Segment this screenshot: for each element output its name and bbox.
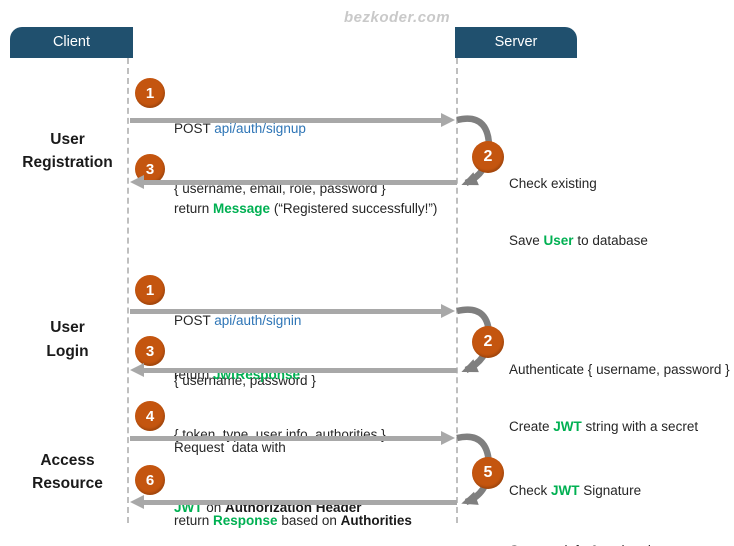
text-segment: Check existing [509, 176, 597, 191]
message-line: { username, email, role, password } [174, 179, 386, 199]
message-line: { username, password } [174, 371, 316, 391]
step-number: 3 [145, 160, 155, 178]
step-number: 6 [145, 471, 155, 489]
response-arrow-resource [130, 495, 457, 509]
text-segment: Save [509, 233, 544, 248]
text-segment: Authenticate { username, password } [509, 362, 730, 377]
message-signup-request: POST api/auth/signup { username, email, … [174, 79, 386, 239]
text-segment: Request data with [174, 440, 286, 455]
arrow-shaft [143, 179, 457, 185]
section-label-line: User [50, 319, 85, 336]
server-lifeline [456, 58, 458, 523]
text-segment: User [543, 233, 574, 248]
client-lifeline [127, 58, 129, 523]
section-label-access-resource: Access Resource [5, 449, 130, 495]
section-label-line: Access [40, 452, 95, 469]
arrow-head-left-icon [130, 363, 144, 377]
message-line: Request data with [174, 438, 362, 458]
message-line: Check existing [509, 174, 648, 193]
message-resource-response: return Response based on Authorities [174, 471, 412, 546]
step-circle-2: 2 [472, 326, 504, 358]
server-header-label: Server [494, 34, 538, 50]
arrow-head-right-icon [441, 113, 455, 127]
text-segment: return [174, 513, 214, 528]
text-segment: JWT [551, 483, 580, 498]
message-line: Save User to database [509, 231, 648, 250]
arrow-shaft [130, 117, 442, 123]
arrow-shaft [143, 499, 457, 505]
text-segment: POST [174, 121, 215, 136]
server-header-box: Server [455, 27, 577, 58]
arrow-head-left-icon [130, 175, 144, 189]
section-label-line: Resource [32, 475, 103, 492]
text-segment: Check [509, 483, 552, 498]
message-line: Create JWT string with a secret [509, 417, 730, 436]
request-arrow-resource [130, 431, 455, 445]
step-circle-1: 1 [135, 78, 165, 108]
section-label-user-login: User Login [5, 316, 130, 364]
text-segment: Signature [579, 483, 642, 498]
text-segment: Get user info & authenticate [509, 543, 676, 546]
arrow-shaft [130, 308, 442, 314]
response-arrow-signin [130, 363, 457, 377]
step-circle-4: 4 [135, 401, 165, 431]
step-circle-6: 6 [135, 465, 165, 495]
server-process-registration: Check existing Save User to database [509, 136, 648, 288]
message-line: return Response based on Authorities [174, 511, 412, 531]
message-line: Get user info & authenticate [509, 541, 709, 546]
section-label-user-registration: User Registration [5, 128, 130, 174]
arrow-shaft [143, 367, 457, 373]
section-label-line: Registration [22, 154, 113, 171]
text-segment: to database [573, 233, 648, 248]
arrow-head-right-icon [441, 304, 455, 318]
step-number: 2 [483, 148, 493, 165]
request-arrow-signup [130, 113, 455, 127]
server-process-resource: Check JWT Signature Get user info & auth… [509, 441, 709, 546]
step-number: 4 [145, 407, 155, 425]
response-arrow-signup [130, 175, 457, 189]
text-segment: Message [213, 201, 271, 216]
text-segment: based on [277, 513, 341, 528]
client-header-box: Client [10, 27, 133, 58]
text-segment: (“Registered successfully!”) [270, 201, 438, 216]
arrow-head-right-icon [441, 431, 455, 445]
text-segment: Authorities [340, 513, 412, 528]
step-circle-1: 1 [135, 275, 165, 305]
text-segment: api/auth/signup [214, 121, 306, 136]
text-segment: JWT [553, 419, 582, 434]
message-signin-request: POST api/auth/signin { username, passwor… [174, 271, 316, 431]
step-circle-5: 5 [472, 457, 504, 489]
server-process-login: Authenticate { username, password } Crea… [509, 322, 730, 474]
step-number: 1 [145, 84, 155, 102]
arrow-shaft [130, 435, 442, 441]
text-segment: Create [509, 419, 554, 434]
section-label-line: Login [46, 343, 89, 360]
message-signup-response: return Message (“Registered successfully… [174, 159, 437, 259]
text-segment: string with a secret [581, 419, 699, 434]
step-number: 5 [483, 464, 493, 481]
watermark: bezkoder.com [344, 9, 451, 26]
request-arrow-signin [130, 304, 455, 318]
arrow-head-left-icon [130, 495, 144, 509]
message-line: return Message (“Registered successfully… [174, 199, 437, 219]
section-label-line: User [50, 131, 85, 148]
text-segment: api/auth/signin [214, 313, 302, 328]
text-segment: { username, email, role, password } [174, 181, 386, 196]
text-segment: POST [174, 313, 215, 328]
text-segment: { username, password } [174, 373, 316, 388]
step-circle-2: 2 [472, 141, 504, 173]
text-segment: Response [213, 513, 278, 528]
message-line: Authenticate { username, password } [509, 360, 730, 379]
step-circle-3: 3 [135, 336, 165, 366]
step-number: 1 [145, 281, 155, 299]
message-line: POST api/auth/signup [174, 119, 386, 139]
client-header-label: Client [52, 34, 91, 50]
step-number: 3 [145, 342, 155, 360]
step-number: 2 [483, 333, 493, 350]
message-line: Check JWT Signature [509, 481, 709, 501]
message-line: POST api/auth/signin [174, 311, 316, 331]
text-segment: return [174, 201, 214, 216]
